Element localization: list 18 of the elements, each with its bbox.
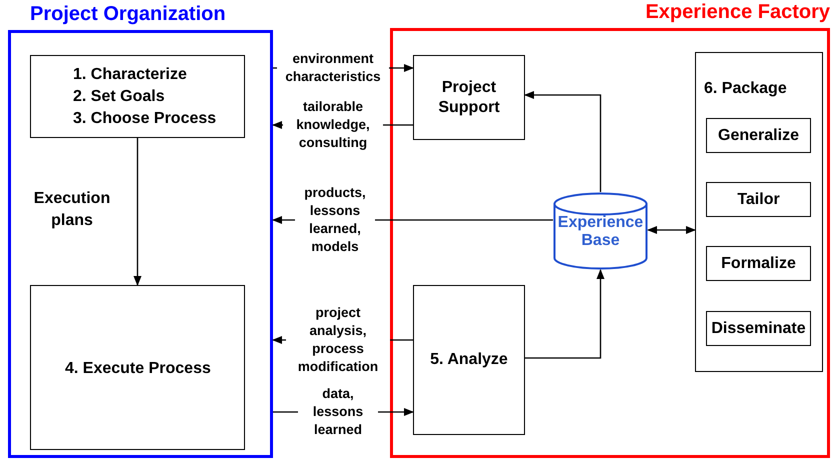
process-box: Tailor (706, 182, 811, 217)
edge-label: tailorable knowledge, consulting (283, 98, 383, 152)
arrow (524, 91, 602, 192)
process-box: 1. Characterize 2. Set Goals 3. Choose Process (30, 55, 245, 138)
group-title: Project Organization (30, 2, 226, 27)
node-label: Experience Base (556, 214, 644, 250)
process-box: Project Support (413, 55, 525, 140)
arrow (525, 269, 604, 359)
process-box: Disseminate (706, 311, 811, 346)
arrow (134, 138, 142, 286)
panel-title: 6. Package (704, 79, 787, 99)
process-box: Formalize (706, 246, 811, 281)
group-title: Experience Factory (645, 0, 830, 25)
package-panel (695, 52, 823, 372)
process-box: Generalize (706, 118, 811, 153)
process-box: 5. Analyze (413, 285, 525, 435)
arrow (647, 226, 696, 234)
process-box: 4. Execute Process (30, 285, 245, 450)
